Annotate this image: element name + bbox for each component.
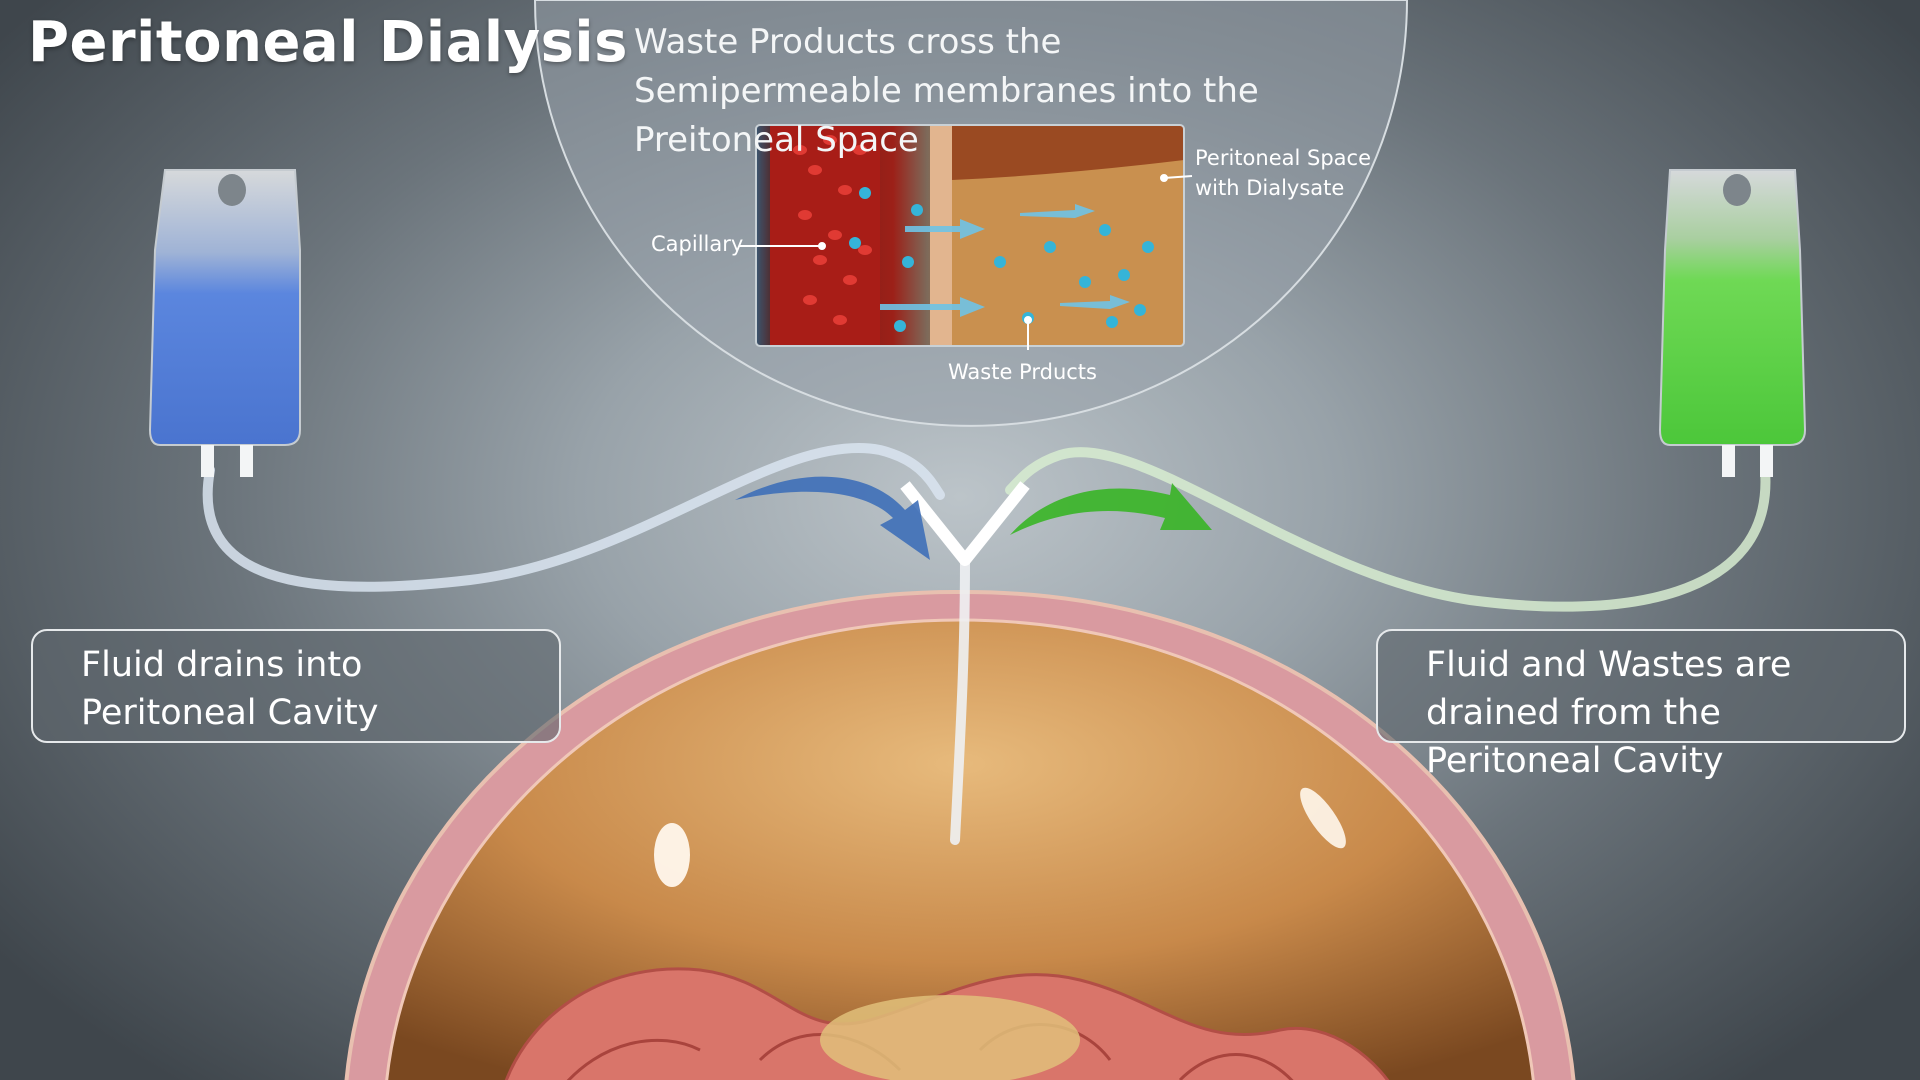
peritoneal-space-label: Peritoneal Space with Dialysate: [1195, 146, 1371, 200]
page-title: Peritoneal Dialysis: [28, 10, 628, 75]
membrane-inset: [756, 125, 1184, 346]
waste-products-label: Waste Prducts: [948, 360, 1097, 384]
callout-right-text: Fluid and Wastes are drained from the Pe…: [1426, 645, 1792, 781]
waste-particles: [849, 187, 1154, 332]
outflow-arrow: [1010, 483, 1212, 535]
diffusion-arrows: [880, 204, 1130, 317]
callout-fluid-drains-in: Fluid drains into Peritoneal Cavity: [31, 629, 561, 743]
callout-left-text: Fluid drains into Peritoneal Cavity: [81, 645, 379, 733]
outflow-tube: [1005, 447, 1771, 612]
catheter: [950, 555, 970, 845]
callout-fluid-drained-out: Fluid and Wastes are drained from the Pe…: [1376, 629, 1906, 781]
leader-lines: [739, 174, 1193, 350]
capillary-label: Capillary: [651, 232, 744, 256]
y-connector: [900, 481, 1030, 566]
drain-bag: [1658, 169, 1807, 477]
inflow-arrow: [735, 476, 930, 560]
zoom-caption: Waste Products cross the Semipermeable m…: [634, 22, 1259, 160]
red-blood-cells: [793, 135, 872, 325]
inflow-tube: [202, 443, 945, 592]
fresh-dialysate-bag: [148, 169, 301, 477]
